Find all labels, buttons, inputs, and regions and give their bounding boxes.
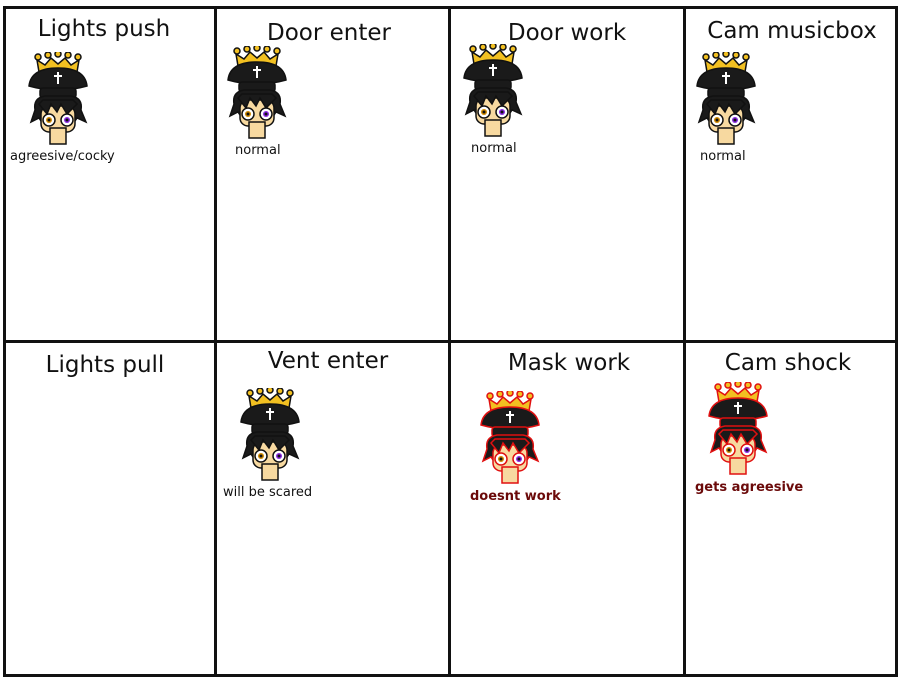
grid-divider-2: [448, 6, 451, 677]
cell-caption: doesnt work: [470, 489, 561, 504]
character-icon: [458, 44, 528, 139]
character-icon: [235, 388, 305, 483]
grid-divider-1: [214, 6, 217, 677]
cell-caption: normal: [700, 149, 746, 164]
cell-title: Mask work: [507, 350, 631, 376]
character-icon: [691, 52, 761, 147]
cell-title: Lights push: [37, 16, 171, 42]
cell-title: Vent enter: [267, 348, 389, 374]
cell-caption: normal: [235, 143, 281, 158]
cell-title: Cam shock: [724, 350, 852, 376]
cell-title: Cam musicbox: [707, 18, 877, 44]
cell-title: Door enter: [267, 20, 391, 46]
cell-title: Lights pull: [45, 352, 165, 378]
character-red-icon: [703, 382, 773, 477]
cell-caption: agreesive/cocky: [10, 149, 115, 164]
character-icon: [23, 52, 93, 147]
grid-divider-3: [683, 6, 686, 677]
cell-caption: will be scared: [223, 485, 313, 500]
cell-title: Door work: [507, 20, 627, 46]
character-red-icon: [475, 391, 545, 486]
cell-caption: gets agreesive: [695, 480, 804, 495]
cell-caption: normal: [471, 141, 517, 156]
grid-border-right: [895, 6, 898, 677]
grid-border-left: [3, 6, 6, 677]
character-icon: [222, 46, 292, 141]
